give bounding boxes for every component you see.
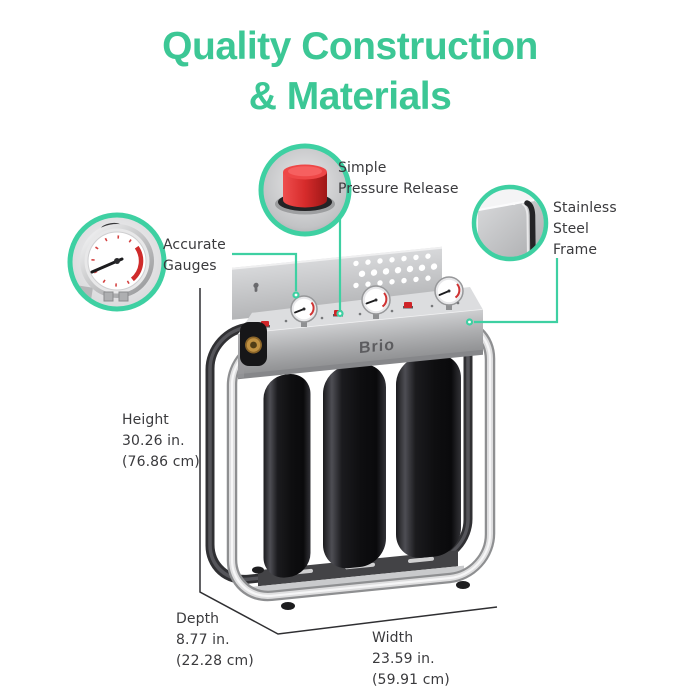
filter-unit: Brio (205, 246, 496, 610)
keyhole (253, 282, 259, 292)
pressure-callout-label: Simple Pressure Release (338, 160, 459, 197)
frame-callout-label: Stainless Steel Frame (553, 200, 617, 258)
gauges-callout-label: Accurate Gauges (163, 237, 226, 274)
depth-dimension-label: Depth 8.77 in. (22.28 cm) (176, 611, 254, 669)
feet (252, 566, 470, 610)
inlet-fitting (240, 322, 267, 366)
gauge-icon (290, 295, 318, 327)
gauge-icon (361, 285, 391, 319)
dimension-lines (199, 288, 498, 635)
frame-callout-circle (471, 184, 549, 262)
callout-endpoints (292, 291, 474, 326)
height-dimension-label: Height 30.26 in. (76.86 cm) (122, 412, 200, 470)
pressure-callout-circle (258, 143, 352, 237)
deck-screws (284, 301, 460, 323)
gauge-icon (434, 276, 464, 310)
brand-logo: Brio (359, 336, 395, 358)
gauge-callout-circle (67, 212, 167, 312)
page-title: Quality Construction & Materials (162, 25, 538, 118)
callout-connectors (232, 204, 559, 324)
pressure-gauges (290, 276, 464, 327)
filter-canisters (263, 354, 461, 578)
width-dimension-label: Width 23.59 in. (59.91 cm) (372, 630, 450, 688)
manifold: Brio (238, 309, 483, 380)
